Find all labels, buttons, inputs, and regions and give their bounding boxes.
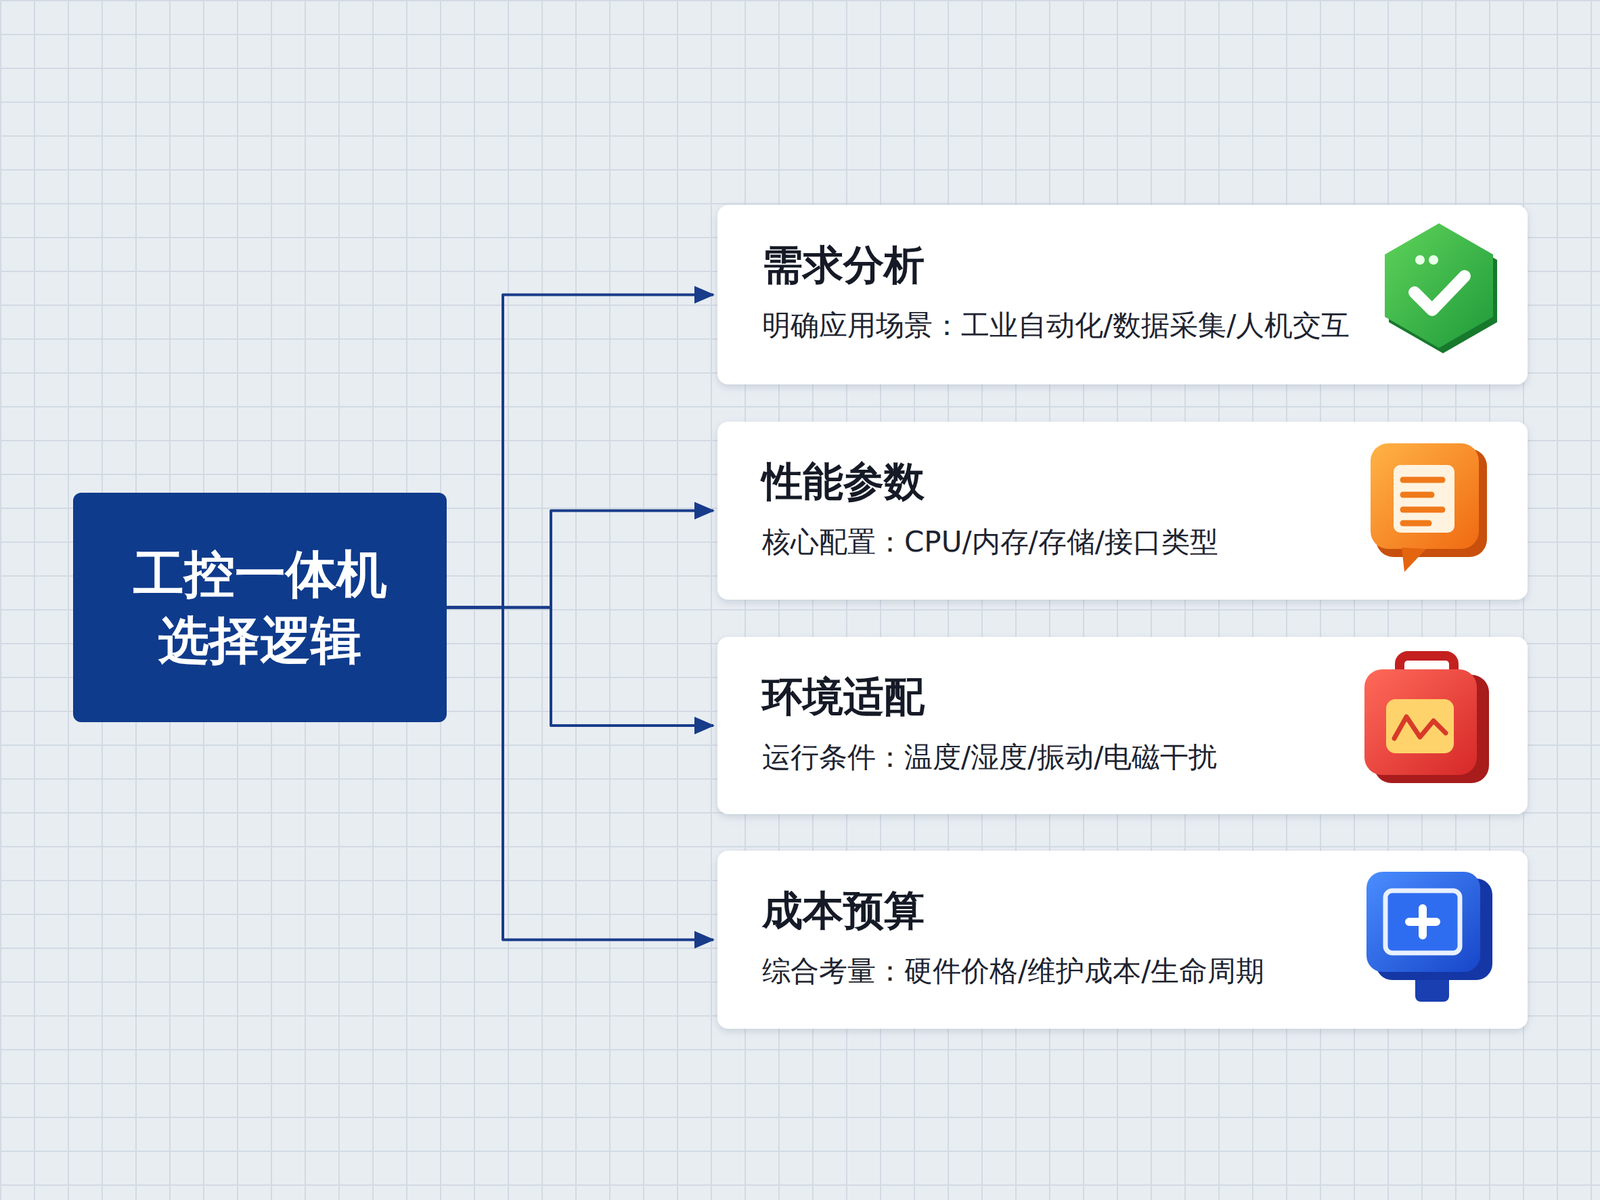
card-heading: 性能参数	[762, 456, 1325, 506]
card-body: 综合考量：硬件价格/维护成本/生命周期	[762, 953, 1325, 990]
check-icon	[1384, 223, 1498, 354]
card-background	[717, 205, 1528, 385]
step-card: 环境适配运行条件：温度/湿度/振动/电磁干扰	[717, 636, 1528, 815]
connector-arrow	[446, 607, 714, 941]
connector-arrow	[446, 295, 714, 608]
card-body: 明确应用场景：工业自动化/数据采集/人机交互	[762, 307, 1325, 344]
monitor-icon	[1366, 871, 1493, 1002]
connector-arrow	[446, 607, 714, 727]
toolbox-icon	[1364, 655, 1490, 784]
root-box: 工控一体机 选择逻辑	[73, 492, 447, 723]
card-body: 核心配置：CPU/内存/存储/接口类型	[762, 524, 1325, 561]
connector-arrow	[446, 510, 714, 608]
document-icon	[1370, 443, 1487, 572]
card-heading: 成本预算	[762, 885, 1325, 935]
card-background	[717, 421, 1528, 600]
card-heading: 环境适配	[762, 672, 1325, 721]
card-heading: 需求分析	[762, 240, 1325, 290]
step-card: 成本预算综合考量：硬件价格/维护成本/生命周期	[717, 850, 1528, 1029]
step-card: 性能参数核心配置：CPU/内存/存储/接口类型	[717, 421, 1528, 600]
root-title: 工控一体机 选择逻辑	[117, 541, 403, 674]
card-body: 运行条件：温度/湿度/振动/电磁干扰	[762, 739, 1325, 776]
card-background	[717, 850, 1528, 1029]
card-background	[717, 636, 1528, 815]
step-card: 需求分析明确应用场景：工业自动化/数据采集/人机交互	[717, 205, 1528, 385]
